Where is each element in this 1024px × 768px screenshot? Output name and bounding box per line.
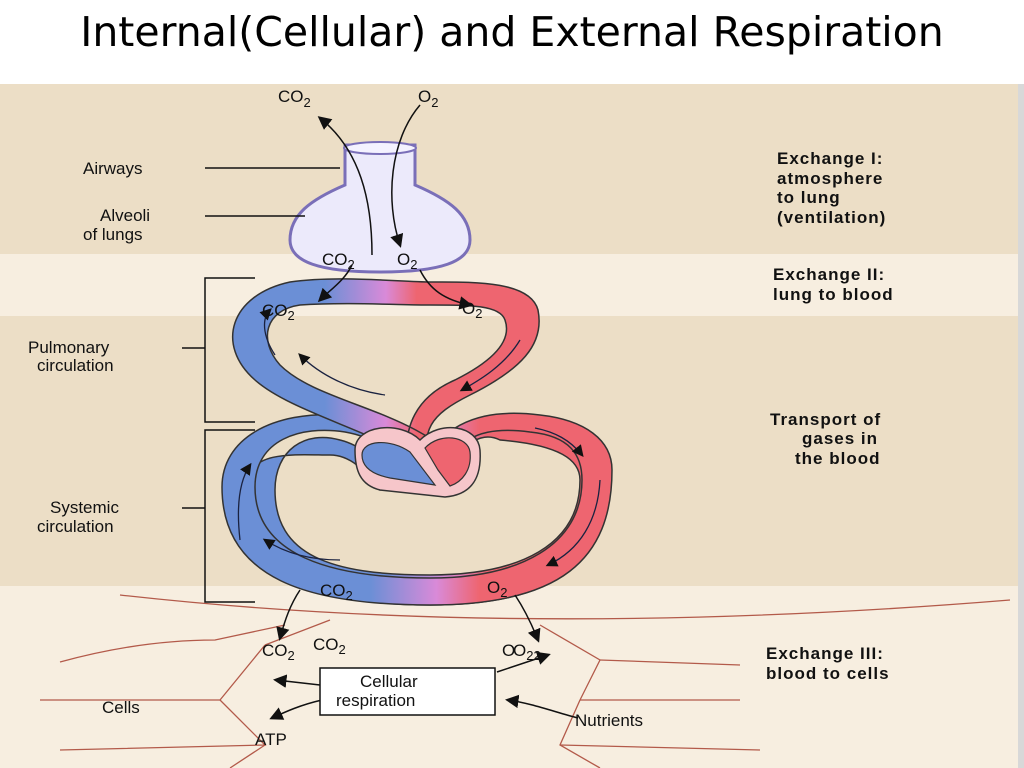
brackets — [182, 167, 340, 603]
transport-line2: gases in — [802, 429, 878, 448]
cellular-respiration-line2: respiration — [336, 691, 415, 710]
pulmonary-co2-label: CO2 — [262, 301, 295, 323]
alveoli-label-line1: Alveoli — [100, 206, 150, 225]
right-edge-bar — [1018, 84, 1024, 768]
exchange-1-line3: to lung — [777, 188, 841, 207]
cell-co2-label-b: CO2 — [313, 635, 346, 657]
cells-label: Cells — [102, 698, 140, 717]
cellular-respiration-line1: Cellular — [360, 672, 418, 691]
nutrients-label: Nutrients — [575, 711, 643, 730]
exchange-1-line1: Exchange I: — [777, 149, 883, 168]
exchange-1-line4: (ventilation) — [777, 208, 886, 227]
transport-line3: the blood — [795, 449, 880, 468]
band-exchange-3 — [0, 586, 1018, 768]
systemic-label-line1: Systemic — [50, 498, 119, 517]
exchange-3-line1: Exchange III: — [766, 644, 884, 663]
heart — [354, 426, 481, 498]
cell-o2-label-b: O22 — [513, 641, 541, 663]
exchange-1-line2: atmosphere — [777, 169, 883, 188]
alveoli-label-line2: of lungs — [83, 225, 143, 244]
alveoli-co2-label: CO2 — [322, 250, 355, 272]
pulmonary-label-line2: circulation — [37, 356, 114, 375]
exchange-3-line2: blood to cells — [766, 664, 890, 683]
pulmonary-label-line1: Pulmonary — [28, 338, 110, 357]
exchange-2-line1: Exchange II: — [773, 265, 885, 284]
atp-label: ATP — [255, 730, 287, 749]
cell-co2-label-a: CO2 — [262, 641, 295, 663]
systemic-o2-label: O2 — [487, 578, 507, 600]
top-co2-label: CO2 — [278, 87, 311, 110]
exchange-2-line2: lung to blood — [773, 285, 894, 304]
vessel-flow-arrows — [237, 308, 601, 567]
band-exchange-1 — [0, 84, 1018, 254]
systemic-label-line2: circulation — [37, 517, 114, 536]
airways-label: Airways — [83, 159, 143, 178]
cellular-respiration-box — [319, 667, 496, 716]
top-o2-label: O2 — [418, 87, 438, 110]
page-title: Internal(Cellular) and External Respirat… — [80, 8, 944, 56]
pulmonary-o2-label: O2 — [462, 299, 482, 321]
cell-o2-label-a: O — [502, 641, 515, 660]
flow-arrows — [269, 104, 579, 720]
systemic-co2-label: CO2 — [320, 581, 353, 603]
cell-boundaries — [40, 594, 1011, 768]
transport-line1: Transport of — [770, 410, 881, 429]
alveoli-o2-label: O2 — [397, 250, 417, 272]
